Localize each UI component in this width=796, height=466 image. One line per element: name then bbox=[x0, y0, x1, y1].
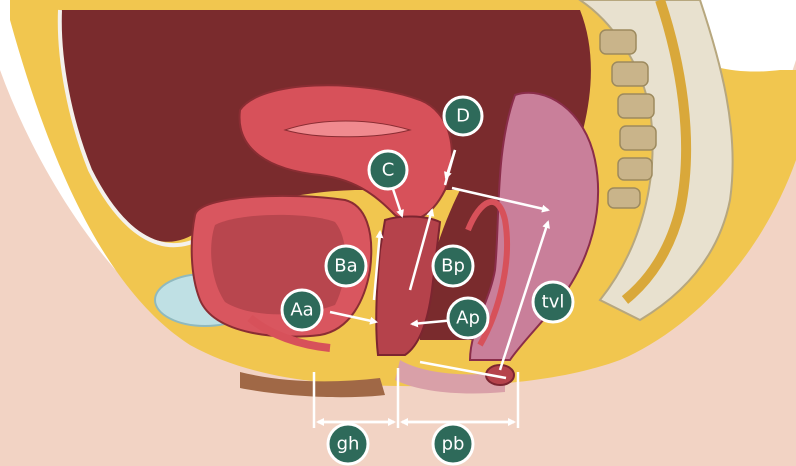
label-gh: gh bbox=[328, 424, 368, 464]
svg-text:C: C bbox=[382, 160, 395, 181]
svg-text:pb: pb bbox=[442, 434, 465, 455]
label-D: D bbox=[444, 97, 482, 135]
svg-text:Aa: Aa bbox=[290, 300, 313, 321]
svg-text:Ba: Ba bbox=[334, 256, 357, 277]
label-Ba: Ba bbox=[326, 246, 366, 286]
svg-text:Ap: Ap bbox=[456, 308, 480, 329]
label-tvl: tvl bbox=[533, 282, 573, 322]
label-C: C bbox=[369, 151, 407, 189]
label-Bp: Bp bbox=[433, 246, 473, 286]
svg-text:gh: gh bbox=[337, 434, 360, 455]
svg-text:Bp: Bp bbox=[441, 256, 465, 277]
label-pb: pb bbox=[433, 424, 473, 464]
label-Ap: Ap bbox=[448, 298, 488, 338]
label-Aa: Aa bbox=[282, 290, 322, 330]
svg-text:tvl: tvl bbox=[542, 292, 565, 313]
svg-text:D: D bbox=[456, 106, 470, 127]
